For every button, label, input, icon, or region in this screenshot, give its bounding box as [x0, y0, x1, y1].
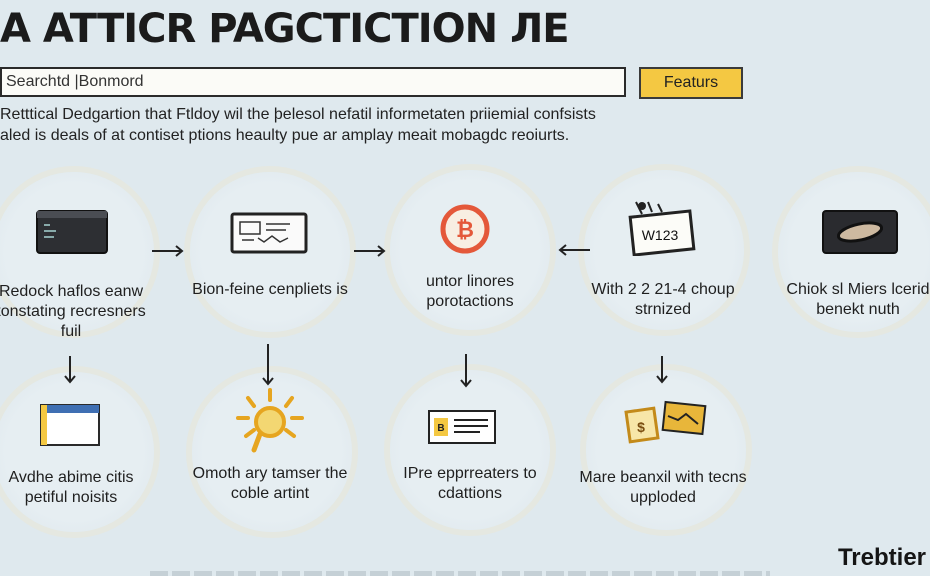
arrow-down-2: [262, 344, 274, 386]
node-circle-8: [390, 370, 550, 530]
arrow-right-1: [152, 245, 184, 257]
node-circle-9: [586, 370, 746, 530]
bitcoin-icon: ₿: [440, 204, 490, 259]
dark-window-icon: [36, 210, 108, 259]
dark-device-icon: [822, 210, 898, 259]
page-title: A ATTICR PAGCTICTION ЛE: [0, 6, 570, 52]
node-label-4: With 2 2 21-4 choup strnized: [591, 281, 735, 318]
node-label-8: IPre epprreaters to cdattions: [403, 465, 537, 502]
features-button[interactable]: Featurs: [639, 67, 743, 99]
price-tag-text: W123: [642, 227, 679, 243]
sketch-monitor-icon: [230, 212, 308, 259]
lightbulb-icon: [234, 388, 306, 465]
footer-brand: Trebtier: [837, 544, 926, 571]
node-label-9: Mare beanxil with tecns upploded: [579, 469, 747, 506]
search-input[interactable]: Searchtd |Bonmord: [0, 67, 626, 97]
receipt-card-icon: B: [428, 410, 496, 449]
node-circle-6: [0, 372, 154, 532]
description-line-1: Retttical Dedgartion that Ftldoy wil the…: [0, 106, 596, 123]
arrow-down-4: [656, 356, 668, 384]
node-label-1: Redock haflos eanw tonstating recresners…: [0, 283, 146, 340]
node-label-3: untor linores porotactions: [425, 273, 515, 310]
description: Retttical Dedgartion that Ftldoy wil the…: [0, 104, 640, 146]
node-label-5: Chiok sl Miers lcerid benekt nuth: [786, 281, 930, 318]
arrow-left-1: [558, 244, 590, 256]
node-label-7: Omoth ary tamser the coble artint: [192, 465, 348, 502]
money-cards-icon: $: [624, 400, 712, 451]
svg-text:$: $: [637, 419, 645, 435]
arrow-down-3: [460, 354, 472, 388]
node-label-6: Avdhe abime citis petiful noisits: [8, 469, 134, 506]
receipt-badge: B: [437, 423, 444, 434]
footer-fine-print: [150, 571, 770, 576]
description-line-2: aled is deals of at contiset ptions heau…: [0, 127, 570, 144]
svg-text:₿: ₿: [456, 218, 474, 243]
price-tag-icon: W123: [628, 198, 696, 261]
browser-window-icon: [40, 404, 100, 451]
arrow-down-1: [64, 356, 76, 384]
node-label-2: Bion-feine cenpliets is: [192, 281, 348, 298]
arrow-right-2: [354, 245, 386, 257]
